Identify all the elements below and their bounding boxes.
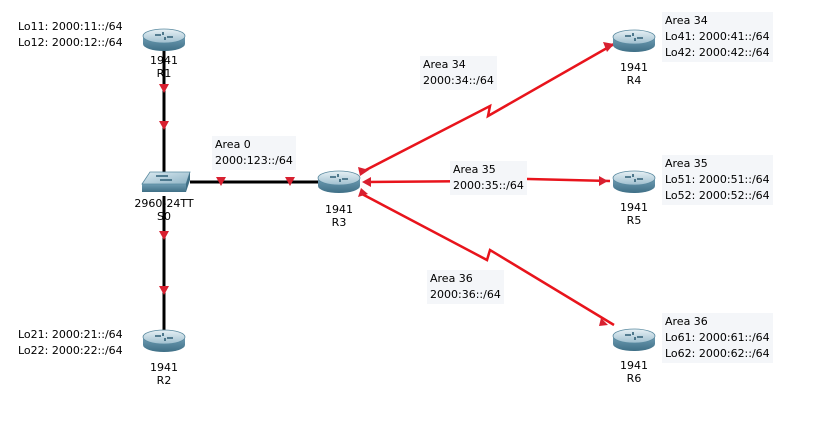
marker-s0-r2-b (159, 286, 169, 295)
marker-r3-r6-a (358, 188, 368, 197)
device-name-r5: R5 (626, 214, 642, 227)
link-label-area35: Area 35 2000:35::/64 (450, 161, 527, 195)
device-name-s0: S0 (157, 210, 171, 223)
loopback-note-r4: Area 34 Lo41: 2000:41::/64 Lo42: 2000:42… (662, 12, 773, 62)
link-subnet: 2000:34::/64 (423, 74, 494, 87)
device-caption-r5: 1941 R5 (614, 201, 654, 227)
device-name-r6: R6 (626, 372, 642, 385)
router-r6[interactable] (612, 328, 656, 351)
switch-s0[interactable] (141, 171, 191, 192)
device-caption-r2: 1941 R2 (144, 361, 184, 387)
device-name-r4: R4 (626, 74, 642, 87)
marker-s0-r3-a (216, 177, 226, 186)
device-caption-r1: 1941 R1 (144, 54, 184, 80)
loopback-note-r5: Area 35 Lo51: 2000:51::/64 Lo52: 2000:52… (662, 155, 773, 205)
loopback-note-r2: Lo21: 2000:21::/64 Lo22: 2000:22::/64 (18, 327, 123, 359)
marker-r3-r5-b (599, 176, 608, 186)
marker-r1-s0-a (159, 84, 169, 93)
link-area: Area 36 (430, 272, 473, 285)
marker-s0-r2-a (159, 231, 169, 240)
loopback-line: Lo62: 2000:62::/64 (665, 347, 770, 360)
device-model-s0: 2960-24TT (134, 197, 194, 210)
loopback-line: Lo61: 2000:61::/64 (665, 331, 770, 344)
area-line: Area 36 (665, 315, 708, 328)
marker-r3-r4-a (358, 167, 369, 176)
router-r3[interactable] (317, 170, 361, 193)
router-r5[interactable] (612, 170, 656, 193)
device-model-r6: 1941 (620, 359, 648, 372)
link-r3-r6[interactable] (361, 192, 615, 327)
loopback-line: Lo22: 2000:22::/64 (18, 344, 123, 357)
loopback-note-r6: Area 36 Lo61: 2000:61::/64 Lo62: 2000:62… (662, 313, 773, 363)
device-caption-r4: 1941 R4 (614, 61, 654, 87)
area-line: Area 34 (665, 14, 708, 27)
marker-r3-r4-b (603, 42, 614, 52)
device-model-r3: 1941 (325, 203, 353, 216)
link-area: Area 0 (215, 138, 251, 151)
loopback-line: Lo11: 2000:11::/64 (18, 20, 123, 33)
loopback-line: Lo52: 2000:52::/64 (665, 189, 770, 202)
link-r3-r4[interactable] (361, 42, 615, 174)
loopback-line: Lo51: 2000:51::/64 (665, 173, 770, 186)
link-subnet: 2000:36::/64 (430, 288, 501, 301)
loopback-note-r1: Lo11: 2000:11::/64 Lo12: 2000:12::/64 (18, 19, 123, 51)
device-model-r4: 1941 (620, 61, 648, 74)
link-label-area34: Area 34 2000:34::/64 (420, 56, 497, 90)
device-model-r1: 1941 (150, 54, 178, 67)
link-subnet: 2000:35::/64 (453, 179, 524, 192)
device-caption-s0: 2960-24TT S0 (124, 197, 204, 223)
marker-r3-r5-a (362, 177, 371, 187)
loopback-line: Lo21: 2000:21::/64 (18, 328, 123, 341)
link-label-area36: Area 36 2000:36::/64 (427, 270, 504, 304)
marker-r1-s0-b (159, 121, 169, 130)
router-r4[interactable] (612, 29, 656, 52)
device-caption-r6: 1941 R6 (614, 359, 654, 385)
link-area: Area 34 (423, 58, 466, 71)
marker-s0-r3-b (285, 177, 295, 186)
link-markers (159, 42, 614, 326)
link-area: Area 35 (453, 163, 496, 176)
area-line: Area 35 (665, 157, 708, 170)
lan-links (162, 50, 318, 332)
device-model-r5: 1941 (620, 201, 648, 214)
marker-r3-r6-b (599, 318, 608, 326)
device-name-r1: R1 (156, 67, 172, 80)
device-caption-r3: 1941 R3 (319, 203, 359, 229)
router-r1[interactable] (142, 28, 186, 51)
device-name-r2: R2 (156, 374, 172, 387)
device-name-r3: R3 (331, 216, 347, 229)
loopback-line: Lo12: 2000:12::/64 (18, 36, 123, 49)
link-subnet: 2000:123::/64 (215, 154, 293, 167)
loopback-line: Lo41: 2000:41::/64 (665, 30, 770, 43)
router-r2[interactable] (142, 329, 186, 352)
device-model-r2: 1941 (150, 361, 178, 374)
link-label-area0: Area 0 2000:123::/64 (212, 136, 296, 170)
loopback-line: Lo42: 2000:42::/64 (665, 46, 770, 59)
